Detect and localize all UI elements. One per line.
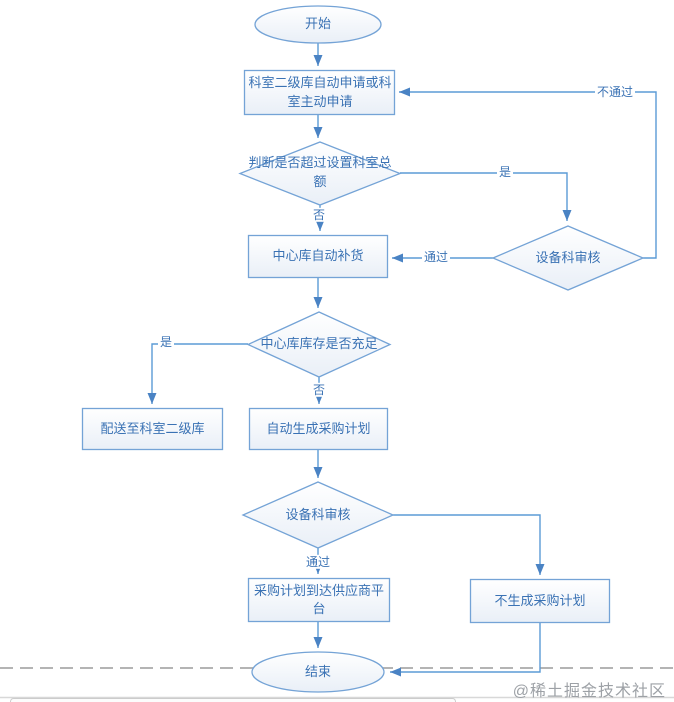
device-review-1-node-shape <box>491 225 645 291</box>
next-block-top-edge <box>10 698 456 702</box>
restock-node-shape <box>247 234 389 279</box>
supplier-platform-node-shape <box>247 577 391 623</box>
edge-stock-yes-to-deliver <box>147 343 248 404</box>
device-review-2-node-shape <box>241 481 395 549</box>
quota-check-node-shape <box>238 141 402 206</box>
deliver-node-shape <box>81 407 224 451</box>
edge-no-plan-to-end <box>390 623 541 677</box>
no-plan-node-shape <box>469 578 611 624</box>
start-node-shape <box>254 5 382 44</box>
edge-review1-notpass-to-apply <box>399 87 657 259</box>
edge-review2-to-no-plan <box>393 514 545 575</box>
generate-plan-node-shape <box>248 407 389 451</box>
apply-node-shape <box>243 69 396 116</box>
edge-quota-yes-to-device-review-1 <box>400 172 572 221</box>
end-node-shape <box>251 651 385 693</box>
stock-check-node-shape <box>246 311 392 378</box>
